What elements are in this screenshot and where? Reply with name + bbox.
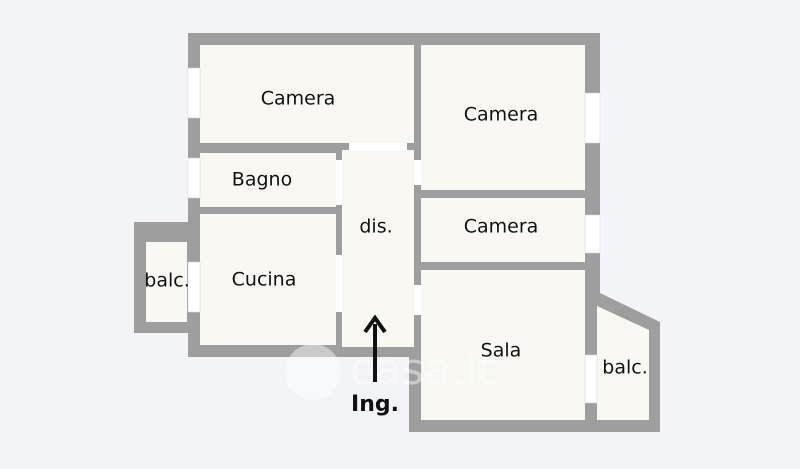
label-bagno: Bagno (232, 169, 292, 191)
room-cucina (200, 214, 336, 345)
room-camera-3 (421, 198, 585, 262)
room-camera-2 (421, 45, 585, 190)
label-camera-2: Camera (464, 104, 539, 126)
label-sala: Sala (481, 340, 522, 362)
door-opening (414, 285, 421, 315)
label-camera-3: Camera (464, 216, 539, 238)
room-balcone-right (597, 306, 649, 420)
window (584, 354, 598, 404)
watermark-logo-icon (285, 344, 341, 400)
door-opening (336, 255, 342, 312)
door-opening (349, 143, 407, 151)
room-balcone-left (146, 242, 187, 322)
door-opening (336, 160, 342, 205)
watermark-text: casa.it (350, 344, 495, 395)
label-cucina: Cucina (232, 269, 297, 291)
window (584, 92, 601, 144)
entrance-arrow-icon (363, 314, 387, 382)
label-balcone-right: balc. (602, 357, 647, 379)
label-entrance: Ing. (351, 392, 399, 417)
window (187, 67, 201, 119)
room-disimpegno (342, 150, 414, 347)
window (584, 214, 601, 254)
room-camera-1 (200, 45, 414, 143)
label-camera-1: Camera (261, 88, 336, 110)
label-disimpegno: dis. (359, 216, 392, 238)
window (187, 157, 201, 199)
label-balcone-left: balc. (144, 270, 189, 292)
door-opening (414, 160, 421, 185)
room-sala (421, 270, 585, 420)
window (187, 261, 201, 313)
room-bagno (200, 153, 336, 207)
